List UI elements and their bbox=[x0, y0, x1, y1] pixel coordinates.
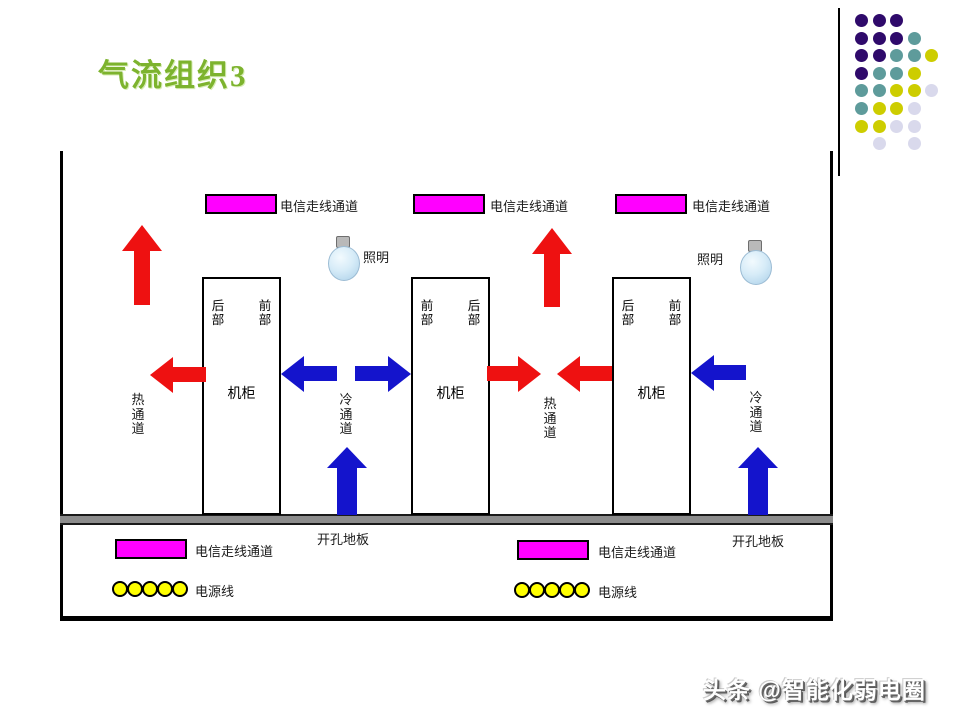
server-cabinet: 后部 前部 机柜 bbox=[202, 277, 281, 515]
perforated-floor-label: 开孔地板 bbox=[732, 534, 785, 549]
cabinet-rear-label: 后部 bbox=[621, 299, 635, 328]
cabinet-front-label: 前部 bbox=[258, 299, 272, 328]
light-bulb-icon bbox=[328, 236, 360, 281]
room-left-wall bbox=[60, 151, 63, 621]
cold-intake-arrow bbox=[281, 355, 337, 392]
telecom-channel-label: 电信走线通道 bbox=[195, 544, 274, 559]
lighting-label: 照明 bbox=[363, 250, 390, 265]
cabinet-front-label: 前部 bbox=[420, 299, 434, 328]
server-cabinet: 前部 后部 机柜 bbox=[411, 277, 490, 515]
cabinet-name-label: 机柜 bbox=[227, 385, 256, 401]
cold-air-supply-arrow bbox=[738, 447, 778, 515]
telecom-channel-label: 电信走线通道 bbox=[598, 545, 677, 560]
dot-pattern-decoration bbox=[855, 14, 950, 164]
cold-air-supply-arrow bbox=[327, 447, 367, 515]
hot-exhaust-arrow bbox=[487, 355, 541, 392]
page-title: 气流组织3 bbox=[98, 58, 248, 93]
power-line-label: 电源线 bbox=[195, 584, 235, 599]
cold-aisle-label: 冷通道 bbox=[339, 392, 353, 437]
power-line-label: 电源线 bbox=[598, 585, 638, 600]
hot-aisle-label: 热通道 bbox=[543, 396, 557, 441]
room-right-wall bbox=[830, 151, 833, 621]
telecom-channel-box bbox=[115, 539, 187, 559]
room-bottom-wall bbox=[60, 616, 833, 621]
telecom-channel-label: 电信走线通道 bbox=[280, 199, 359, 214]
cabinet-rear-label: 后部 bbox=[467, 299, 481, 328]
light-bulb-icon bbox=[740, 240, 772, 285]
cabinet-name-label: 机柜 bbox=[436, 385, 465, 401]
telecom-channel-label: 电信走线通道 bbox=[490, 199, 569, 214]
hot-exhaust-arrow bbox=[557, 355, 612, 392]
server-cabinet: 后部 前部 机柜 bbox=[612, 277, 691, 515]
telecom-channel-box bbox=[413, 194, 485, 214]
telecom-channel-label: 电信走线通道 bbox=[692, 199, 771, 214]
decorative-vertical-rule bbox=[838, 8, 840, 176]
hot-aisle-label: 热通道 bbox=[131, 392, 145, 437]
cold-intake-arrow bbox=[691, 354, 746, 391]
perforated-floor-label: 开孔地板 bbox=[317, 532, 370, 547]
power-cable-dots bbox=[112, 581, 188, 597]
telecom-channel-box bbox=[615, 194, 687, 214]
cold-intake-arrow bbox=[355, 355, 411, 392]
raised-floor-line bbox=[60, 514, 833, 525]
hot-air-up-arrow bbox=[122, 225, 162, 305]
hot-air-up-arrow bbox=[532, 228, 572, 307]
watermark: 头条 @智能化弱电圈 bbox=[703, 677, 926, 703]
lighting-label: 照明 bbox=[697, 252, 724, 267]
telecom-channel-box bbox=[517, 540, 589, 560]
hot-exhaust-arrow bbox=[150, 356, 206, 393]
telecom-channel-box bbox=[205, 194, 277, 214]
cold-aisle-label: 冷通道 bbox=[749, 390, 763, 435]
power-cable-dots bbox=[514, 582, 590, 598]
cabinet-name-label: 机柜 bbox=[637, 385, 666, 401]
cabinet-rear-label: 后部 bbox=[211, 299, 225, 328]
cabinet-front-label: 前部 bbox=[668, 299, 682, 328]
